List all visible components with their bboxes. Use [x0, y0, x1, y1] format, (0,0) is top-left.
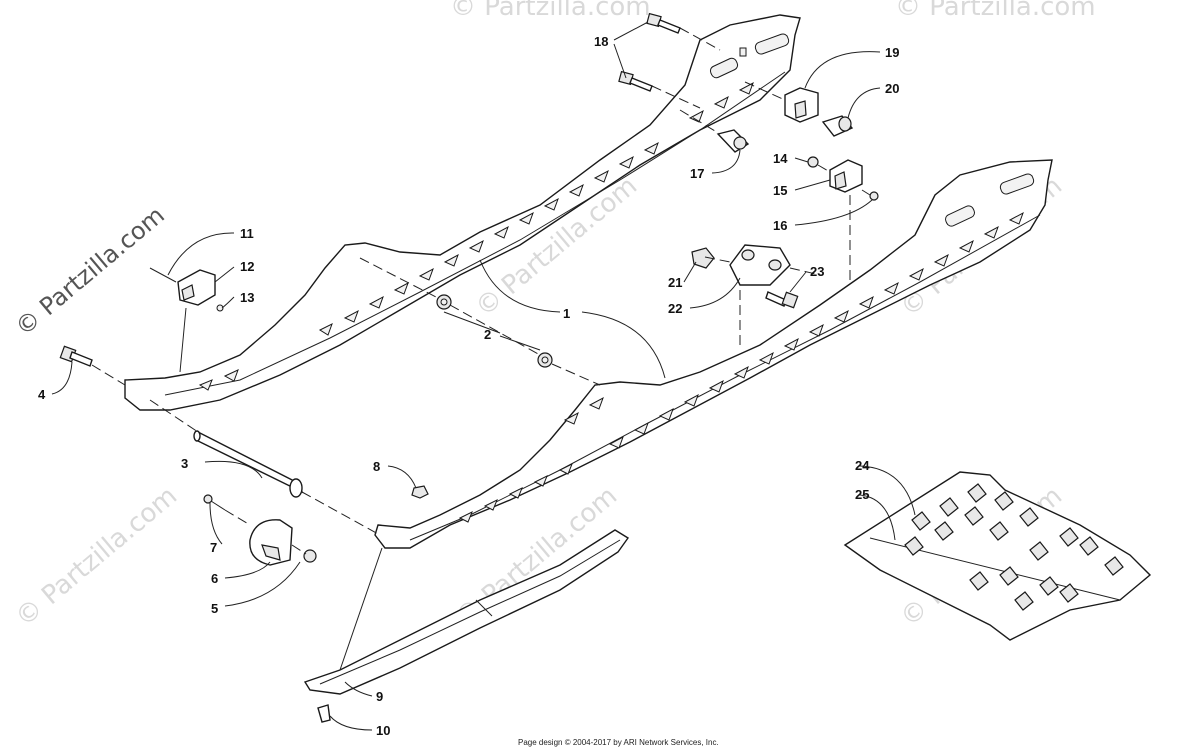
part-screw-10 — [317, 704, 331, 723]
callout-14: 14 — [773, 151, 788, 166]
callout-21: 21 — [668, 275, 682, 290]
callout-9: 9 — [376, 689, 383, 704]
part-axle-3 — [193, 430, 304, 498]
part-block-15 — [829, 159, 863, 193]
callout-23: 23 — [810, 264, 824, 279]
callout-11: 11 — [240, 226, 254, 241]
part-washer-2b — [537, 352, 553, 368]
part-pin-11 — [149, 267, 177, 283]
part-wheel-6 — [249, 519, 293, 566]
part-nut-21 — [691, 247, 715, 269]
part-screw-16 — [869, 191, 879, 201]
part-bolts-18 — [618, 12, 681, 92]
leader-lines — [51, 21, 916, 731]
part-track-24 — [843, 471, 1152, 641]
callout-labels: 1 2 3 4 5 6 7 8 9 10 11 12 13 14 15 16 1… — [38, 34, 899, 738]
callout-17: 17 — [690, 166, 704, 181]
part-screw-7 — [203, 494, 226, 511]
callout-10: 10 — [376, 723, 390, 738]
callout-15: 15 — [773, 183, 787, 198]
callout-7: 7 — [210, 540, 217, 555]
part-washer-2a — [436, 294, 452, 310]
footer-credit: Page design © 2004-2017 by ARI Network S… — [518, 738, 719, 747]
rail-rear-cutouts — [198, 33, 790, 391]
rail-front — [374, 159, 1053, 549]
callout-24: 24 — [855, 458, 870, 473]
rail-front-cutouts — [458, 173, 1035, 523]
part-wear-strip-9 — [303, 529, 630, 695]
callout-13: 13 — [240, 290, 254, 305]
rail-rear — [124, 14, 801, 411]
callout-16: 16 — [773, 218, 787, 233]
callout-12: 12 — [240, 259, 254, 274]
track-lugs — [904, 483, 1124, 611]
callout-2: 2 — [484, 327, 491, 342]
callout-1: 1 — [563, 306, 570, 321]
callout-4: 4 — [38, 387, 46, 402]
callout-22: 22 — [668, 301, 682, 316]
callout-18: 18 — [594, 34, 608, 49]
part-nut-14 — [807, 156, 819, 168]
part-block-19 — [784, 87, 819, 123]
part-nut-5 — [303, 549, 317, 563]
part-block-12 — [177, 269, 216, 306]
callout-5: 5 — [211, 601, 218, 616]
callout-19: 19 — [885, 45, 899, 60]
part-bracket-22 — [729, 244, 791, 286]
part-spacer-20 — [821, 115, 854, 137]
assembly-lines — [91, 27, 871, 555]
callout-8: 8 — [373, 459, 380, 474]
part-ring-13 — [216, 304, 224, 312]
callout-6: 6 — [211, 571, 218, 586]
part-bolt-23 — [765, 291, 799, 309]
part-bolt-4 — [59, 345, 93, 367]
part-nut-8 — [411, 485, 429, 499]
callout-3: 3 — [181, 456, 188, 471]
callout-20: 20 — [885, 81, 899, 96]
callout-25: 25 — [855, 487, 869, 502]
part-spacer-17 — [716, 129, 750, 153]
